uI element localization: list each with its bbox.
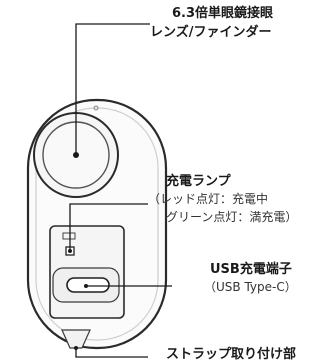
device-bevel	[35, 107, 159, 341]
charge-lamp-detail-line2: グリーン点灯：満充電）	[166, 210, 298, 224]
strap-attachment	[61, 329, 91, 349]
lamp-bracket-top	[62, 232, 76, 240]
strap-label: ストラップ取り付け部	[166, 347, 297, 362]
lens-leader-line	[75, 23, 150, 155]
lens-label-line2: レンズ/ファインダー	[150, 25, 272, 40]
strap-leader-line	[75, 348, 148, 358]
indicator-mark	[93, 105, 99, 111]
charge-lamp-detail-line1: （レッド点灯：充電中	[148, 192, 269, 206]
lens-label-line1: 6.3倍単眼鏡接眼	[172, 6, 274, 21]
lamp-leader-line	[69, 203, 148, 251]
usb-port-detail: （USB Type-C）	[204, 280, 297, 294]
usb-port-title: USB充電端子	[210, 262, 292, 277]
usb-c-port	[66, 277, 110, 293]
charge-lamp-title: 充電ランプ	[166, 174, 231, 189]
